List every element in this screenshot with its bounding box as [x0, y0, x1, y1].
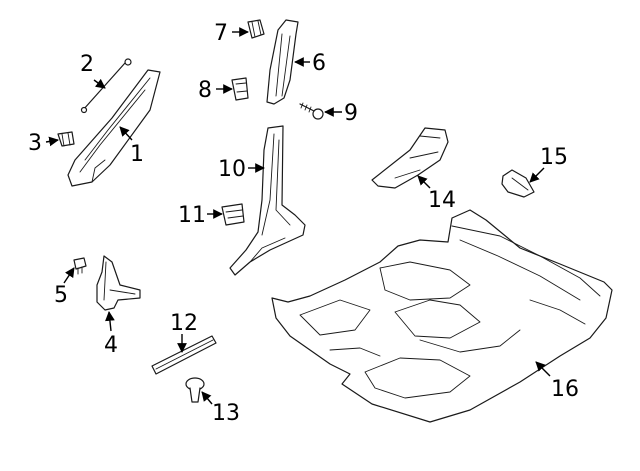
part-10-b-pillar-lower[interactable] — [229, 125, 306, 276]
callout-16: 16 — [551, 377, 579, 402]
part-8-retainer[interactable] — [231, 77, 249, 101]
callout-12: 12 — [170, 311, 198, 336]
leader-5 — [63, 267, 75, 284]
callout-11: 11 — [178, 203, 206, 228]
leader-lines — [45, 27, 551, 405]
leader-3 — [45, 136, 59, 147]
part-14-cowl-trim[interactable] — [371, 127, 449, 189]
leader-16 — [535, 361, 551, 377]
callout-7: 7 — [214, 21, 228, 46]
part-1-a-pillar-trim[interactable] — [67, 69, 161, 187]
part-15-bracket[interactable] — [501, 169, 535, 198]
callout-4: 4 — [104, 333, 118, 358]
callout-10: 10 — [218, 157, 246, 182]
callout-8: 8 — [198, 78, 212, 103]
callout-5: 5 — [54, 283, 68, 308]
callout-15: 15 — [540, 145, 568, 170]
leader-13 — [201, 391, 213, 405]
leader-1 — [119, 126, 133, 141]
part-5-clip[interactable] — [73, 257, 87, 275]
callout-14: 14 — [428, 188, 456, 213]
callout-labels: 1 2 3 4 5 6 7 8 9 10 11 12 13 14 15 16 — [28, 21, 579, 426]
callout-6: 6 — [312, 51, 326, 76]
callout-1: 1 — [130, 142, 144, 167]
leader-2 — [93, 78, 106, 89]
part-6-b-pillar-upper[interactable] — [266, 19, 299, 105]
leader-14 — [417, 175, 431, 189]
part-13-push-pin[interactable] — [185, 377, 205, 403]
part-7-clip[interactable] — [247, 19, 265, 39]
callout-3: 3 — [28, 131, 42, 156]
callout-13: 13 — [212, 401, 240, 426]
part-3-push-clip[interactable] — [57, 131, 75, 147]
callout-9: 9 — [344, 101, 358, 126]
leader-4 — [105, 311, 115, 332]
part-11-clip[interactable] — [221, 203, 245, 226]
part-16-floor-carpet[interactable] — [271, 209, 613, 423]
part-12-scuff-plate[interactable] — [151, 335, 217, 375]
part-4-kick-panel[interactable] — [96, 255, 141, 311]
callout-2: 2 — [80, 52, 94, 77]
part-9-screw[interactable] — [299, 102, 324, 120]
leader-15 — [529, 167, 545, 183]
